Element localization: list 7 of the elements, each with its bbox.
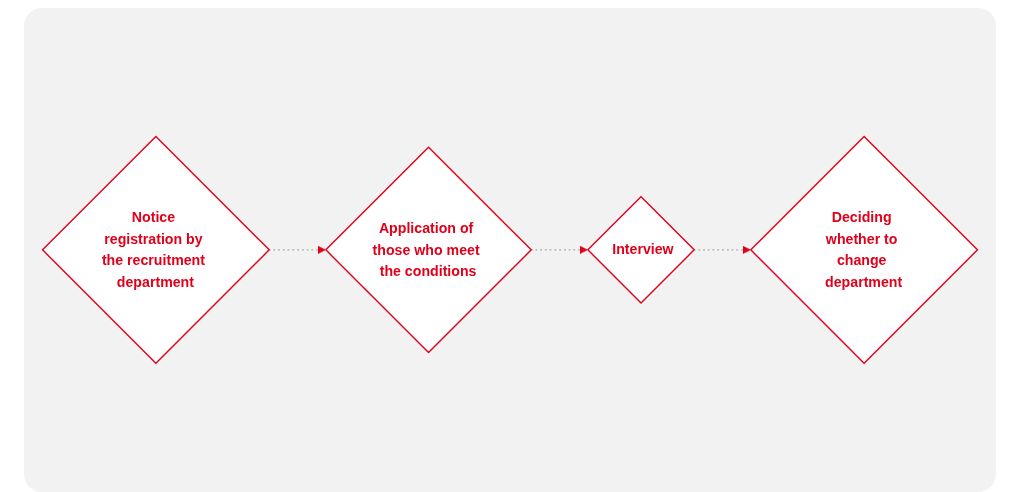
arrow xyxy=(530,245,588,255)
node-diamond: Notice registration by the recruitment department xyxy=(41,135,271,365)
node-diamond: Deciding whether to change department xyxy=(749,135,979,365)
node-diamond: Application of those who meet the conditions xyxy=(324,146,533,354)
arrow xyxy=(692,245,751,255)
arrow xyxy=(268,245,326,255)
node-diamond: Interview xyxy=(586,195,696,305)
